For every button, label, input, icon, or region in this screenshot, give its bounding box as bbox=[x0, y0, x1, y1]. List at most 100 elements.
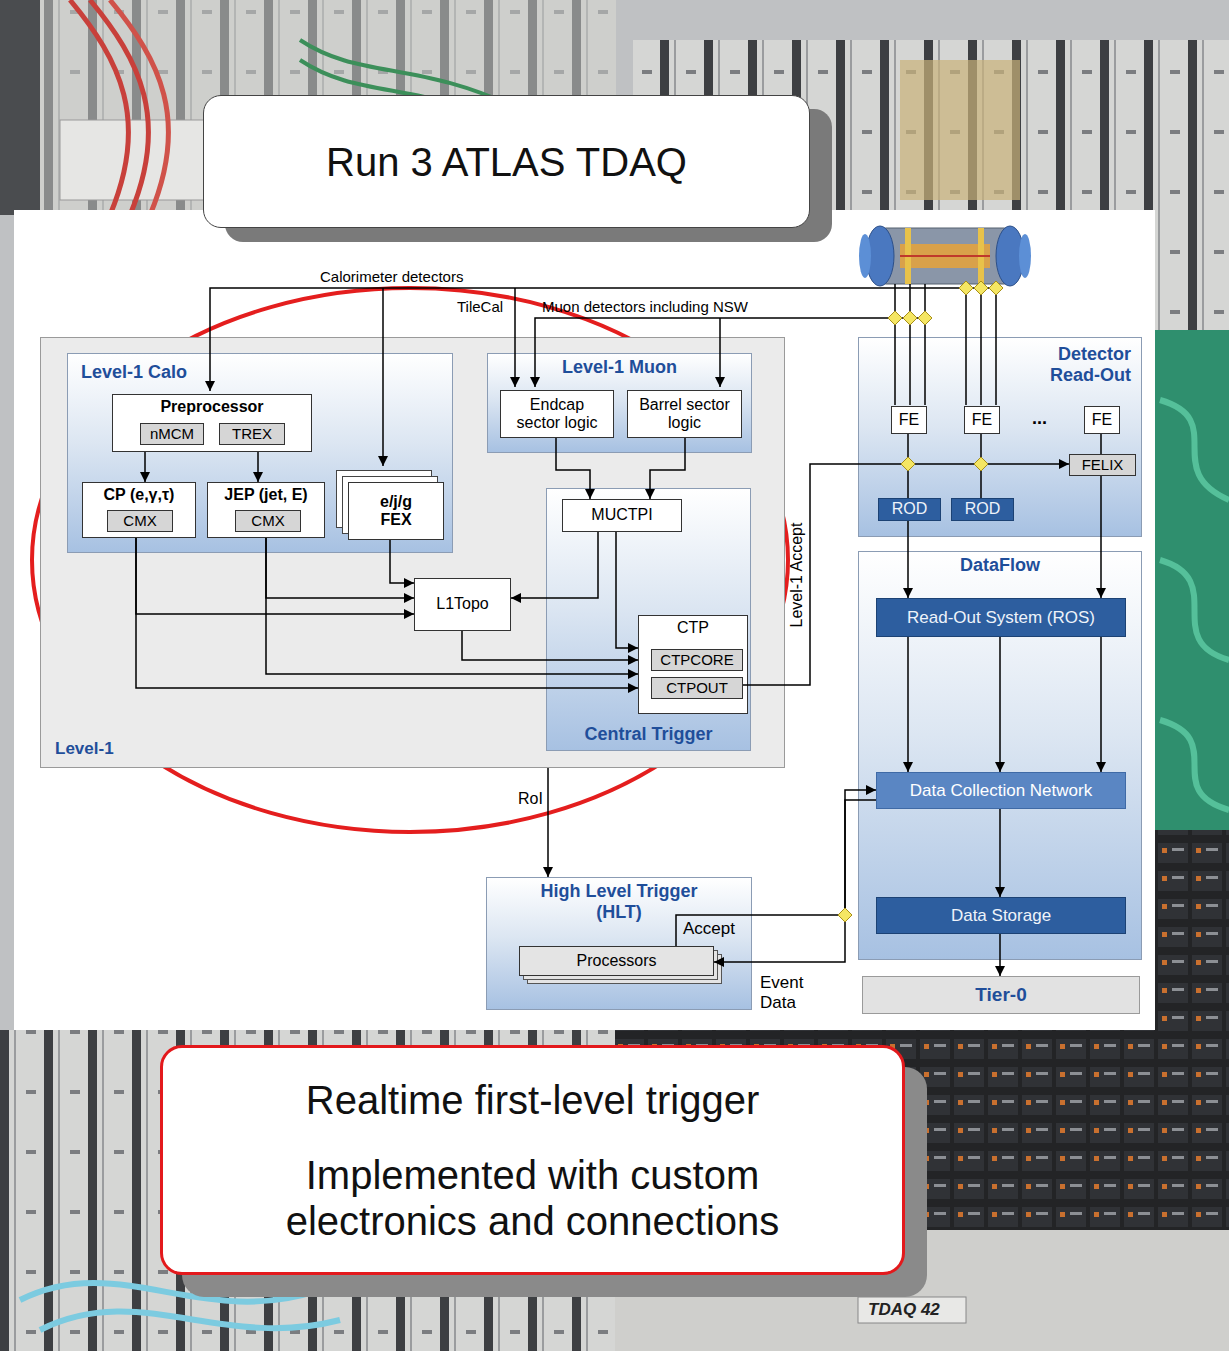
connector bbox=[462, 631, 638, 660]
box-label: Tier-0 bbox=[975, 984, 1026, 1006]
rack-sticker: TDAQ 42 bbox=[866, 1300, 942, 1320]
box-label: Processors bbox=[576, 952, 656, 970]
processor-stack: Processors bbox=[519, 946, 714, 976]
rack-sticker-text: TDAQ 42 bbox=[866, 1300, 942, 1320]
box-label: e/j/g FEX bbox=[371, 493, 421, 530]
box-label: MUCTPI bbox=[591, 506, 652, 524]
connector bbox=[616, 532, 638, 648]
connector bbox=[650, 438, 685, 499]
box-label: FE bbox=[972, 411, 992, 429]
connector bbox=[907, 637, 909, 772]
connector bbox=[999, 637, 1001, 772]
box-label: TREX bbox=[232, 425, 272, 442]
module-box: Endcap sector logic bbox=[500, 390, 614, 438]
subsystem-panel: Level-1 MuonEndcap sector logic Barrel se… bbox=[487, 353, 752, 453]
box-label: Detector Read-Out bbox=[1011, 344, 1131, 385]
junction-diamonds bbox=[838, 281, 1003, 922]
box-label: Level-1 bbox=[55, 739, 114, 759]
board-box: CTPCORE bbox=[651, 649, 743, 671]
edge-label: Accept bbox=[681, 919, 737, 939]
edge-label: RoI bbox=[516, 790, 545, 808]
title-box: Run 3 ATLAS TDAQ bbox=[203, 95, 810, 228]
box-label: High Level Trigger (HLT) bbox=[519, 881, 719, 922]
signal-label: Calorimeter detectors bbox=[318, 268, 465, 286]
edge-label: Event Data bbox=[758, 973, 820, 1012]
edge-label-text: Accept bbox=[681, 919, 737, 939]
module-box: L1Topo bbox=[414, 578, 511, 631]
connector bbox=[907, 521, 909, 598]
highlight-ellipse bbox=[32, 288, 788, 832]
box-label: Endcap sector logic bbox=[510, 396, 605, 433]
connector bbox=[743, 464, 1069, 685]
connector bbox=[1100, 434, 1102, 454]
ellipsis-mark-text: ... bbox=[1030, 408, 1049, 429]
box-label: Level-1 Calo bbox=[81, 362, 187, 383]
connector bbox=[144, 452, 146, 482]
box-label: CMX bbox=[251, 512, 284, 529]
dataflow-box: Data Collection Network bbox=[876, 772, 1126, 809]
rod-box: ROD bbox=[878, 498, 941, 521]
box-label: Barrel sector logic bbox=[637, 396, 732, 433]
connector bbox=[1100, 637, 1102, 772]
module-box: CTP CTPCORE CTPOUT bbox=[638, 615, 748, 714]
subsystem-panel: Detector Read-OutFE FE FE FELIX ROD ROD bbox=[858, 337, 1142, 537]
edge-label-text: RoI bbox=[516, 790, 545, 808]
box-label: ROD bbox=[892, 500, 928, 518]
box-label: nMCM bbox=[150, 425, 194, 442]
box-label: CMX bbox=[123, 512, 156, 529]
edge-label: Level-1 Accept bbox=[787, 521, 805, 630]
box-label: Data Collection Network bbox=[910, 781, 1092, 801]
box-label: L1Topo bbox=[436, 595, 489, 613]
board-box: CMX bbox=[235, 510, 301, 532]
box-label: JEP (jet, E) bbox=[224, 486, 307, 504]
signal-label-text: TileCal bbox=[455, 298, 505, 315]
signal-label-text: Calorimeter detectors bbox=[318, 268, 465, 285]
connector bbox=[266, 538, 414, 598]
module-box: Barrel sector logic bbox=[627, 390, 742, 438]
tier0-box: Tier-0 bbox=[862, 976, 1140, 1014]
box-label: Preprocessor bbox=[160, 398, 263, 416]
dataflow-box: Data Storage bbox=[876, 897, 1126, 934]
connector bbox=[556, 438, 590, 499]
callout-box: Realtime first-level triggerImplemented … bbox=[160, 1045, 905, 1275]
box-label: CTP bbox=[677, 619, 709, 637]
connector bbox=[136, 538, 638, 688]
dataflow-box: Read-Out System (ROS) bbox=[876, 598, 1126, 637]
connector bbox=[547, 768, 549, 877]
board-box: CTPOUT bbox=[651, 677, 743, 699]
signal-label-text: Muon detectors including NSW bbox=[540, 298, 750, 315]
signal-label: TileCal bbox=[455, 298, 505, 316]
box-label: Read-Out System (ROS) bbox=[907, 608, 1095, 628]
connector bbox=[999, 809, 1001, 897]
box-label: FE bbox=[1092, 411, 1112, 429]
board-box: CMX bbox=[107, 510, 173, 532]
edge-label-text: Level-1 Accept bbox=[787, 521, 805, 630]
frontend-box: FE bbox=[1084, 406, 1120, 434]
connector bbox=[999, 934, 1001, 976]
module-stack: e/j/g FEX bbox=[348, 482, 444, 540]
connector bbox=[676, 790, 876, 946]
board-box: FELIX bbox=[1069, 454, 1136, 476]
subsystem-panel: Level-1 CaloPreprocessornMCMTREXCP (e,γ,… bbox=[67, 353, 453, 553]
edge-label-text: Event Data bbox=[758, 973, 820, 1012]
connector bbox=[136, 538, 414, 614]
module-box: JEP (jet, E) CMX bbox=[207, 482, 325, 538]
box-label: Data Storage bbox=[951, 906, 1051, 926]
box-label: CTPCORE bbox=[660, 651, 733, 668]
connector bbox=[266, 538, 638, 674]
frontend-box: FE bbox=[964, 406, 1000, 434]
box-body: Implemented with custom electronics and … bbox=[223, 1152, 843, 1244]
module-box: MUCTPI bbox=[562, 499, 682, 532]
connector bbox=[714, 800, 876, 962]
box-label: Level-1 Muon bbox=[562, 357, 677, 378]
subsystem-panel: High Level Trigger (HLT) Processors bbox=[486, 877, 752, 1010]
box-label: ROD bbox=[965, 500, 1001, 518]
board-box: nMCM bbox=[140, 423, 204, 445]
frontend-box: FE bbox=[891, 406, 927, 434]
box-label: DataFlow bbox=[960, 555, 1040, 576]
rod-box: ROD bbox=[951, 498, 1014, 521]
subsystem-panel: Central TriggerMUCTPICTPCTPCORECTPOUT bbox=[546, 488, 751, 751]
box-label: CTPOUT bbox=[666, 679, 728, 696]
ellipsis-mark: ... bbox=[1030, 408, 1049, 429]
